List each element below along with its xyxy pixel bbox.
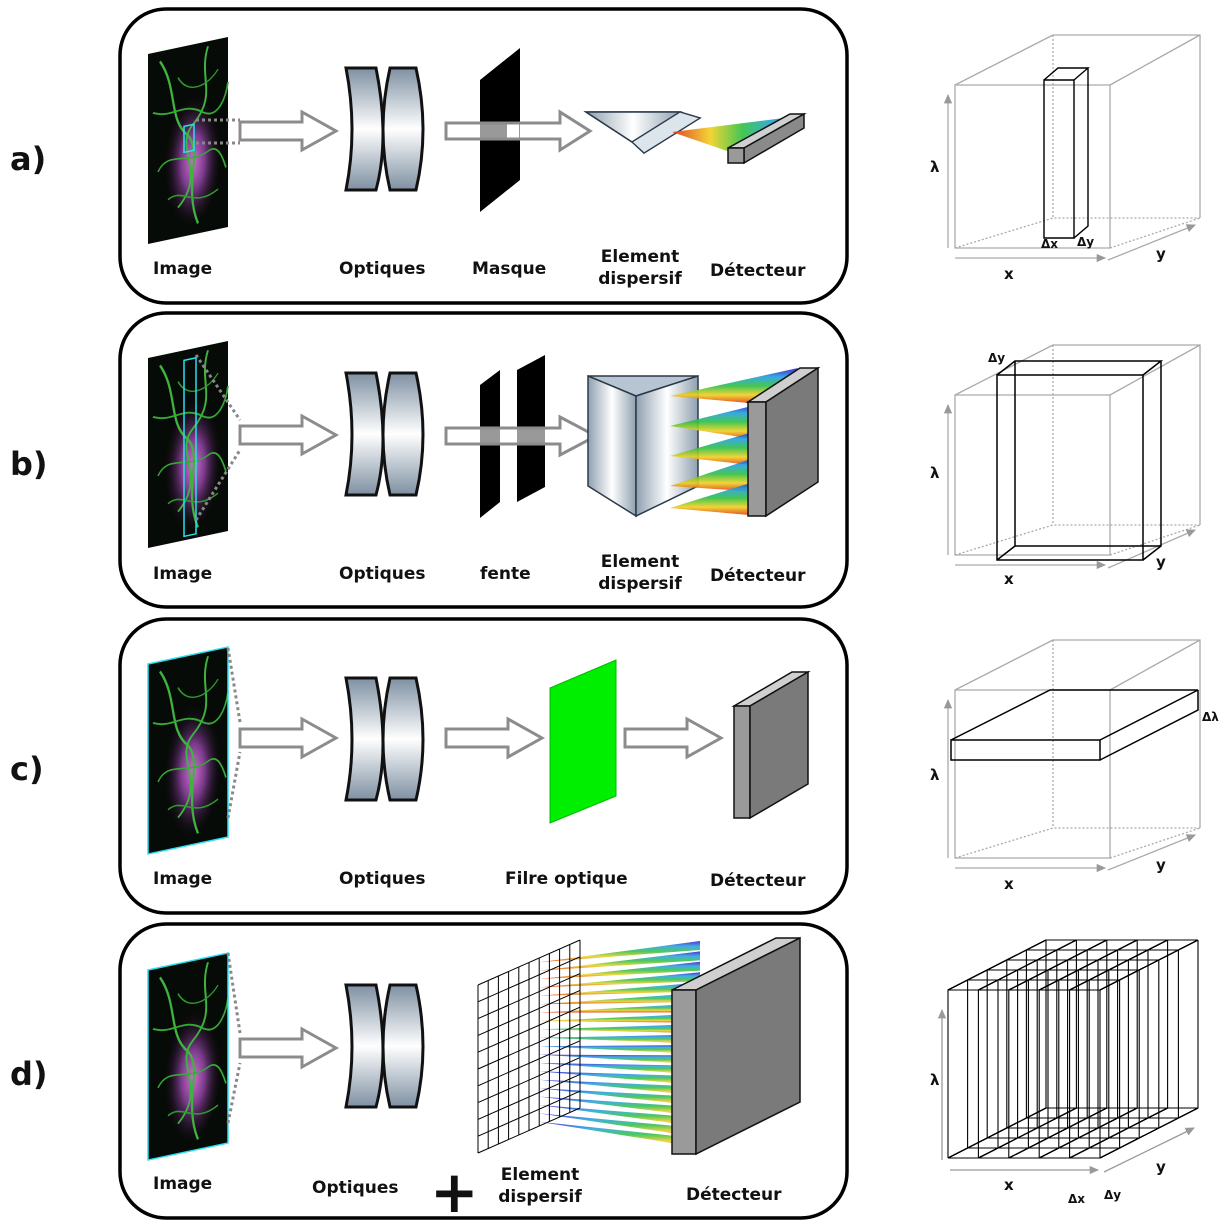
cube-a-dx: Δx — [1041, 237, 1058, 251]
cube-c-dl: Δλ — [1202, 710, 1219, 724]
label-dispersive-b-2: dispersif — [598, 574, 682, 594]
cube-b-x: x — [1004, 570, 1014, 588]
beam-arrow-a1 — [238, 110, 338, 152]
panel-d — [118, 922, 849, 1220]
beam-arrow-b1 — [238, 414, 338, 456]
beam-arrow-d1 — [238, 1027, 338, 1069]
image-sample-b — [146, 339, 230, 550]
cube-d-lambda: λ — [930, 1071, 940, 1089]
plus-sign: + — [430, 1158, 479, 1221]
detector-a — [727, 112, 807, 165]
label-detector-d: Détecteur — [686, 1185, 782, 1205]
label-mask: Masque — [472, 259, 546, 279]
dispersive-element-array — [477, 939, 700, 1154]
cube-d-dx: Δx — [1068, 1192, 1085, 1206]
detector-b — [745, 366, 821, 518]
optics-lenses-d — [344, 983, 425, 1109]
label-dispersive-d-1: Element — [501, 1165, 579, 1185]
label-slit: fente — [480, 564, 531, 584]
cube-c-lambda: λ — [930, 766, 940, 784]
datacube-b — [943, 344, 1201, 570]
panel-b — [118, 311, 849, 609]
datacube-c — [943, 639, 1201, 873]
row-c: c) Image Optiques Filre optique Détecteu… — [10, 617, 1219, 915]
row-b: b) Image O — [10, 311, 1201, 609]
cube-a-lambda: λ — [930, 158, 940, 176]
datacube-a — [943, 34, 1201, 263]
cube-a-dy: Δy — [1077, 235, 1094, 249]
image-sample-a — [146, 35, 230, 246]
label-dispersive-a-1: Element — [601, 247, 679, 267]
prism-a — [583, 111, 702, 154]
optics-lenses-b — [344, 371, 425, 497]
cube-c-y: y — [1156, 856, 1166, 874]
cube-c-x: x — [1004, 875, 1014, 893]
beam-arrow-c1 — [238, 717, 338, 759]
row-letter-c: c) — [10, 750, 44, 788]
label-dispersive-d-2: dispersif — [498, 1187, 582, 1207]
label-image-b: Image — [153, 564, 212, 584]
detector-c — [731, 670, 811, 820]
row-letter-a: a) — [10, 140, 46, 178]
cube-a-x: x — [1004, 265, 1014, 283]
cube-d-y: y — [1156, 1158, 1166, 1176]
cube-b-lambda: λ — [930, 464, 940, 482]
row-letter-b: b) — [10, 445, 48, 483]
label-dispersive-b-1: Element — [601, 552, 679, 572]
optics-lenses-c — [344, 676, 425, 802]
microlens-grid — [477, 939, 581, 1154]
label-detector-b: Détecteur — [710, 566, 806, 586]
label-optics-c: Optiques — [339, 869, 426, 889]
cube-b-dy: Δy — [988, 351, 1005, 365]
beam-arrow-c2 — [444, 717, 544, 759]
label-dispersive-a-2: dispersif — [598, 269, 682, 289]
label-image-c: Image — [153, 869, 212, 889]
cube-d-x: x — [1004, 1176, 1014, 1194]
cube-b-y: y — [1156, 553, 1166, 571]
beam-arrow-c3 — [623, 717, 723, 759]
label-detector-a: Détecteur — [710, 261, 806, 281]
label-optics-a: Optiques — [339, 259, 426, 279]
projection-lines-d — [226, 952, 242, 1124]
panel-a — [118, 7, 849, 305]
spectrum-fan-a — [672, 116, 800, 152]
label-optics-b: Optiques — [339, 564, 426, 584]
optics-lenses-a — [344, 66, 425, 192]
label-detector-c: Détecteur — [710, 871, 806, 891]
row-a: a) Image Optiques Masque Element dispers… — [10, 7, 1201, 305]
datacube-d — [937, 939, 1199, 1175]
cube-d-dy: Δy — [1104, 1188, 1121, 1202]
label-optics-d: Optiques — [312, 1178, 399, 1198]
label-image-d: Image — [153, 1174, 212, 1194]
label-filter: Filre optique — [505, 869, 628, 889]
beam-arrow-b2 — [444, 414, 600, 458]
row-d: d) Image Optiques + Element dispersif Dé… — [10, 922, 1199, 1225]
image-sample-d — [146, 951, 230, 1162]
detector-d — [671, 936, 801, 1156]
panel-c — [118, 617, 849, 915]
projection-lines-a — [196, 118, 240, 145]
optical-filter — [549, 659, 617, 824]
label-image-a: Image — [153, 259, 212, 279]
cube-a-y: y — [1156, 245, 1166, 263]
image-sample-c — [146, 645, 230, 856]
beam-arrow-a2 — [444, 109, 593, 153]
row-letter-d: d) — [10, 1055, 48, 1093]
projection-lines-b — [194, 354, 242, 521]
projection-lines-c — [226, 647, 242, 819]
